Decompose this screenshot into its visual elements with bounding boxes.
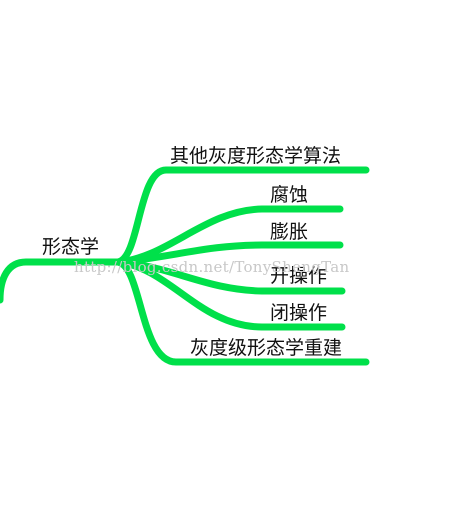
branch-connector-5 xyxy=(114,258,370,366)
branch-label-erosion[interactable]: 腐蚀 xyxy=(270,184,309,206)
branch-label-grayscale-reconstruction[interactable]: 灰度级形态学重建 xyxy=(190,337,343,359)
branch-label-closing[interactable]: 闭操作 xyxy=(270,302,328,324)
branch-connector-2 xyxy=(114,241,344,266)
branch-connector-4 xyxy=(114,258,346,331)
watermark-text: http://blog.csdn.net/TonyShengTan xyxy=(74,258,350,276)
branch-label-opening[interactable]: 开操作 xyxy=(270,265,328,287)
branch-connector-0 xyxy=(114,166,370,266)
root-trunk xyxy=(0,258,122,304)
branch-label-other-grayscale-algorithms[interactable]: 其他灰度形态学算法 xyxy=(170,145,342,167)
root-node-label[interactable]: 形态学 xyxy=(42,236,100,258)
branch-label-dilation[interactable]: 膨胀 xyxy=(270,221,309,243)
